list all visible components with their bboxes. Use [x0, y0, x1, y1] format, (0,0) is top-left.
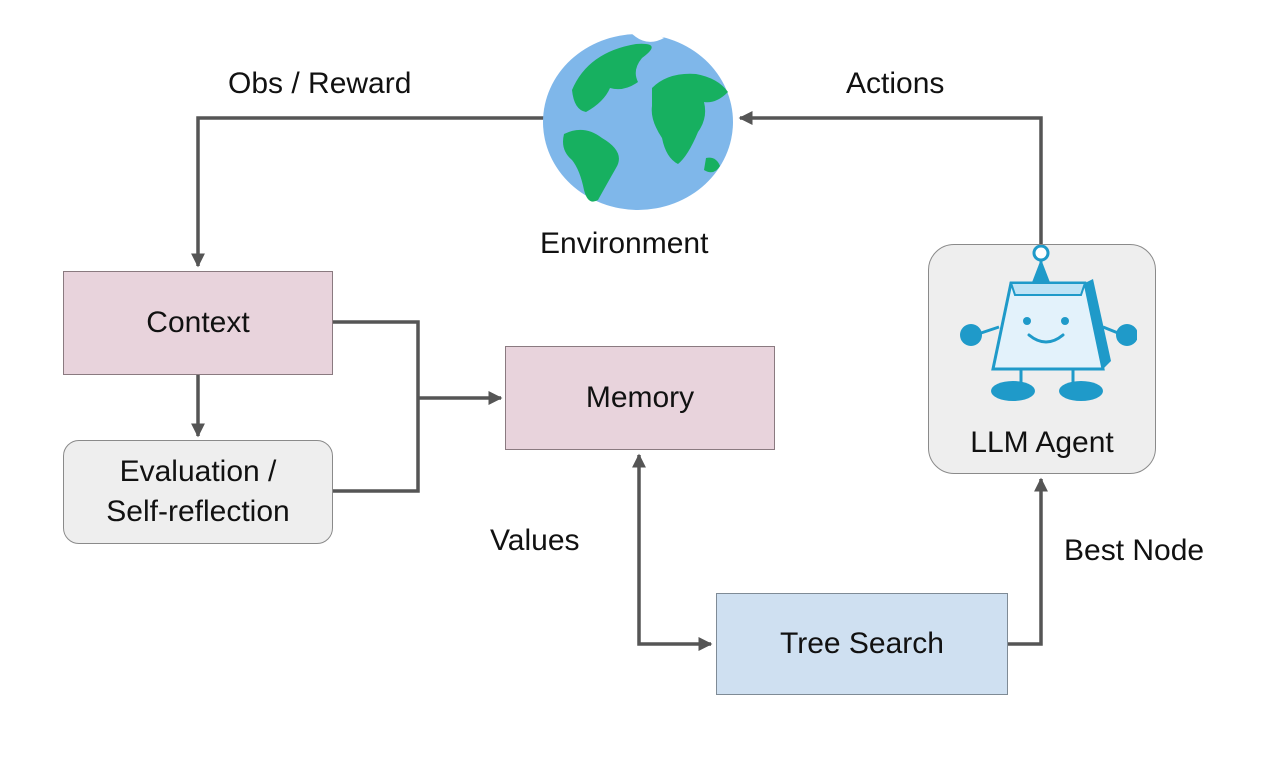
edge-actions [738, 111, 1043, 244]
tree-search-label: Tree Search [780, 627, 944, 660]
edge-values [632, 453, 713, 651]
llm-agent-node: LLM Agent [928, 244, 1156, 474]
obs-reward-label: Obs / Reward [228, 67, 412, 100]
tree-search-node: Tree Search [716, 593, 1008, 695]
values-label: Values [490, 524, 580, 557]
edge-best-node [1008, 477, 1048, 646]
evaluation-label-line1: Evaluation / [119, 455, 277, 488]
memory-node: Memory [505, 346, 775, 450]
edge-evaluation-memory [333, 398, 420, 493]
robot-icon [960, 245, 1137, 401]
actions-label: Actions [846, 67, 945, 100]
edge-obs-reward [191, 116, 545, 268]
context-label: Context [146, 306, 250, 339]
llm-agent-label: LLM Agent [970, 426, 1114, 459]
memory-label: Memory [585, 381, 695, 414]
edge-context-memory [333, 320, 420, 398]
context-node: Context [63, 271, 333, 375]
environment-label: Environment [540, 227, 709, 260]
globe-icon [543, 31, 733, 210]
best-node-label: Best Node [1064, 534, 1205, 567]
evaluation-node: Evaluation / Self-reflection [63, 440, 333, 544]
evaluation-label-line2: Self-reflection [106, 495, 290, 528]
